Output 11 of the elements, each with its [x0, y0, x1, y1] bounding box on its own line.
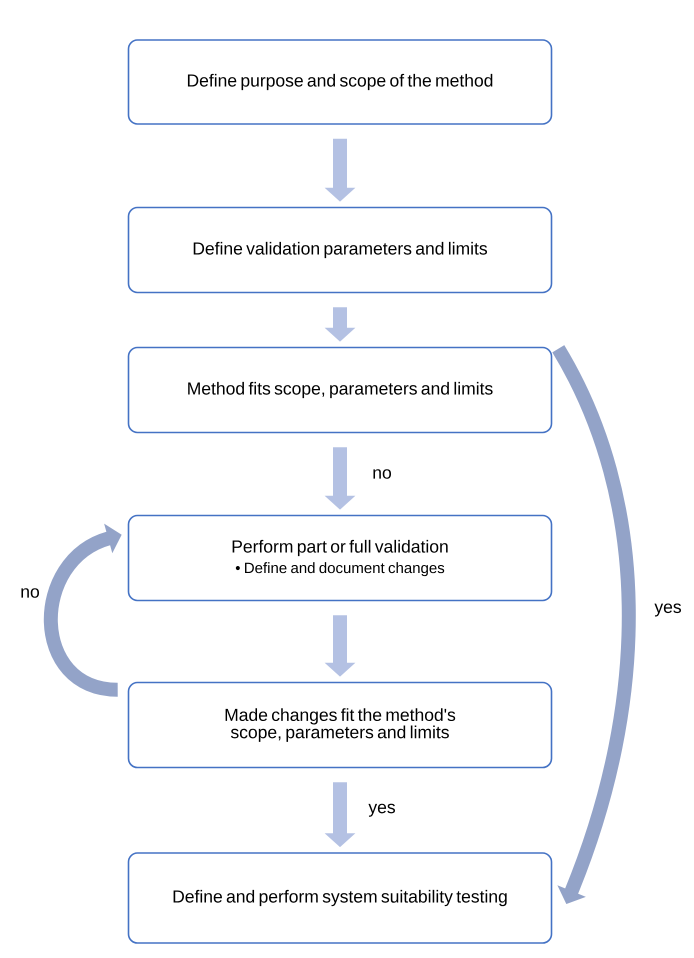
process-box: Define and perform system suitability testing — [128, 852, 552, 944]
edge-label: no — [18, 586, 42, 600]
process-box: Define purpose and scope of the method — [128, 39, 552, 125]
edge-label: yes — [652, 601, 684, 619]
process-box: Perform part or full validation • Define and document changes — [128, 514, 552, 602]
arrow — [552, 345, 636, 904]
edge-label: yes — [366, 802, 398, 819]
process-box: Method fits scope, parameters and limits — [128, 346, 552, 434]
process-box: Define validation parameters and limits — [128, 206, 552, 294]
edge-label: no — [370, 467, 394, 481]
process-box: Made changes fit the method's scope, parameters and limits — [128, 682, 552, 768]
